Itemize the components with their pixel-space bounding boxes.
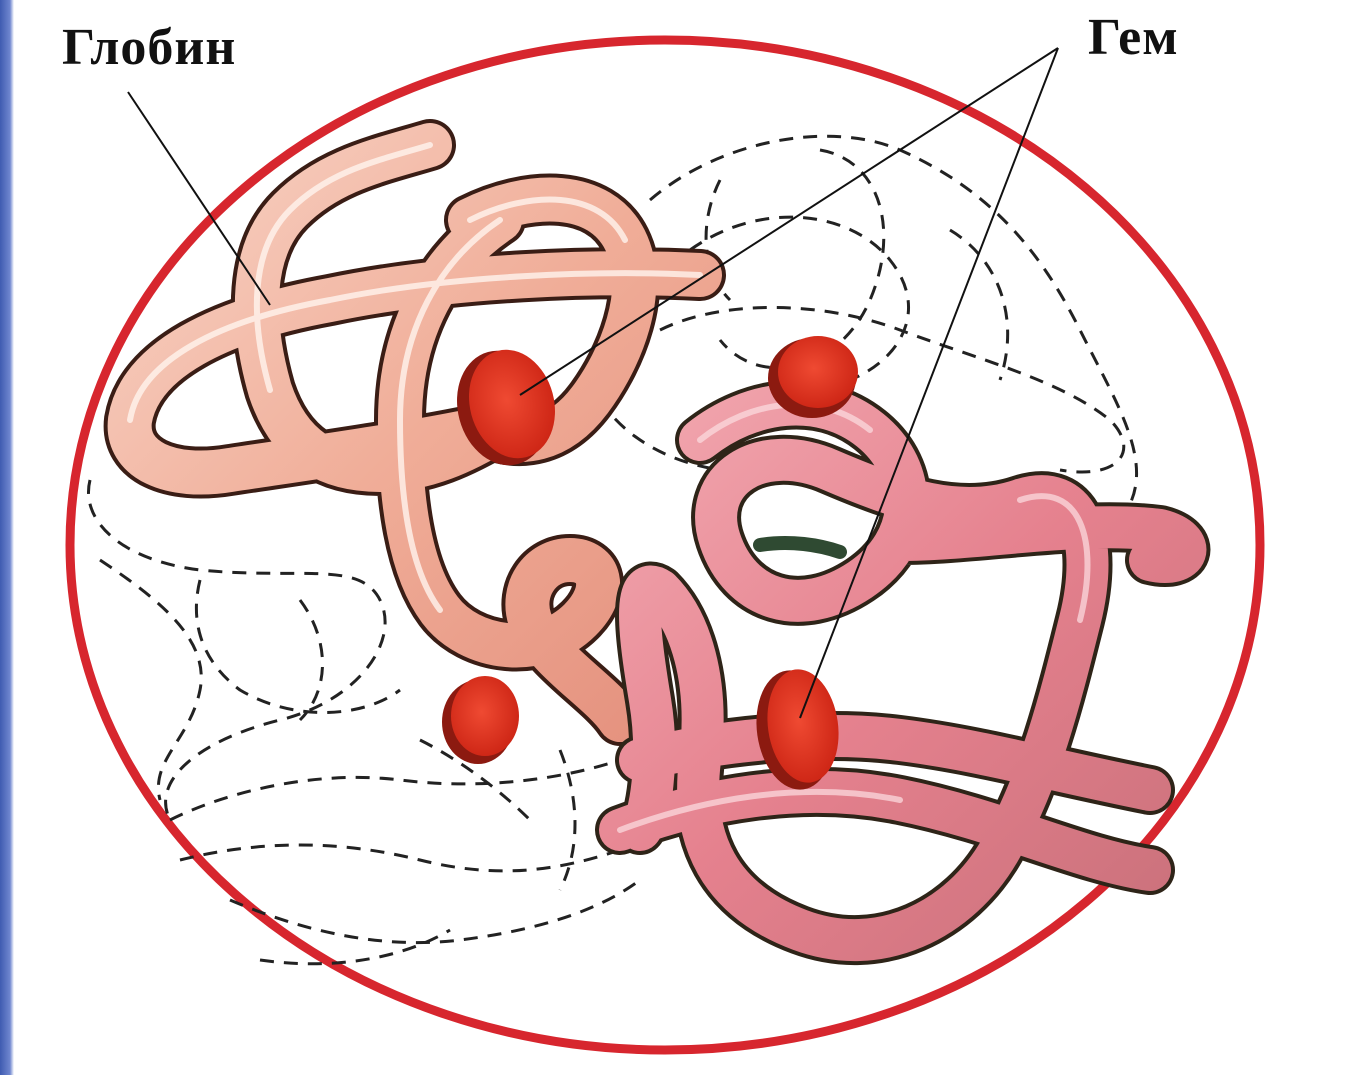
heme-disc-3 bbox=[442, 676, 519, 764]
globin-chain-right bbox=[620, 405, 1185, 941]
globin-leader-line bbox=[128, 92, 270, 305]
globin-label: Глобин bbox=[62, 22, 236, 74]
globin-chain-left bbox=[130, 145, 700, 720]
heme-label: Гем bbox=[1088, 12, 1179, 64]
